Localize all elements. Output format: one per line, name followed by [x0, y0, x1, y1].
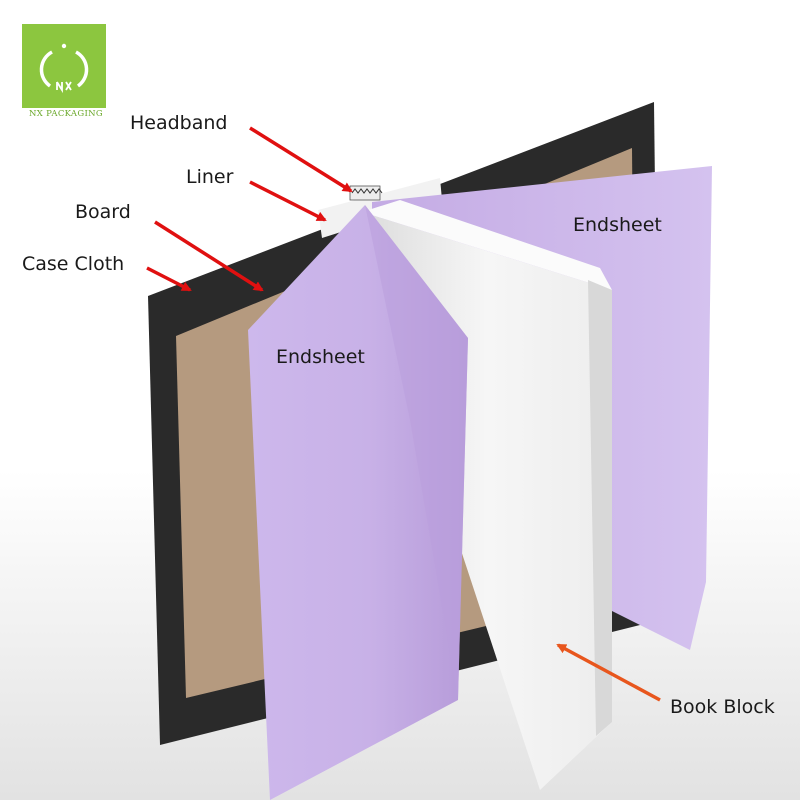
board-label: Board — [75, 201, 131, 223]
book-block-label: Book Block — [670, 696, 775, 718]
headband-label: Headband — [130, 112, 228, 134]
case-cloth-arrow — [147, 268, 190, 290]
endsheet-right-label: Endsheet — [573, 214, 662, 236]
logo-brand-text: NX PACKAGING — [14, 109, 118, 119]
endsheet-left-label: Endsheet — [276, 346, 365, 368]
nx-logo-mark — [22, 24, 106, 108]
nx-logo-icon — [22, 24, 106, 108]
headband-arrow — [250, 128, 351, 191]
liner-arrow — [250, 182, 325, 220]
liner-label: Liner — [186, 166, 233, 188]
case-cloth-label: Case Cloth — [22, 253, 124, 275]
